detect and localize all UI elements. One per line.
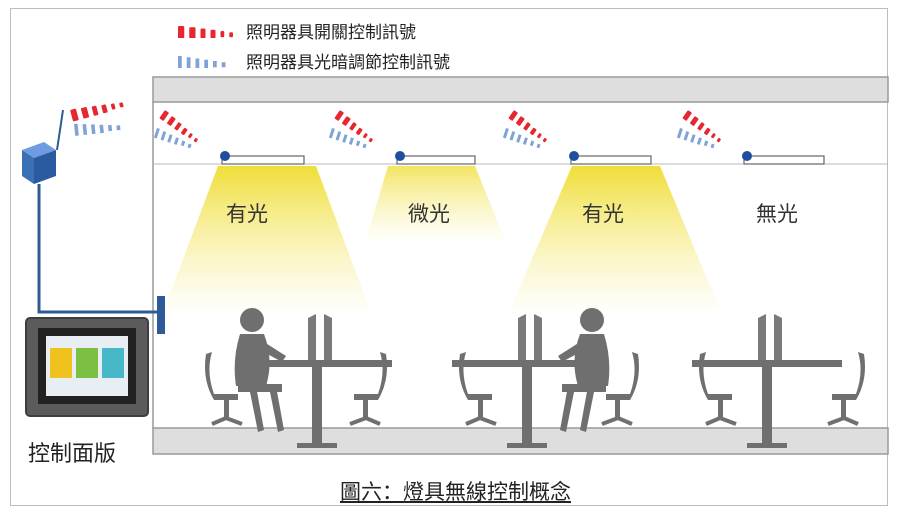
zone-label-4: 無光 <box>756 202 798 226</box>
zone-label-1: 有光 <box>226 202 268 226</box>
zone-label-2: 微光 <box>408 202 450 226</box>
light-beam-2 <box>366 166 505 240</box>
workstation-group-1 <box>203 308 392 448</box>
signal-icon-lamp-3 <box>503 110 550 149</box>
control-panel-device <box>25 317 149 417</box>
panel-tile-green <box>76 348 98 378</box>
figure-caption: 圖六：燈具無線控制概念 <box>340 480 571 504</box>
lamp-fixture-4 <box>742 151 825 165</box>
lamp-fixture-2 <box>395 151 476 165</box>
diagram-frame <box>10 8 888 506</box>
zone-label-3: 有光 <box>582 202 624 226</box>
signal-icon-lamp-4 <box>677 110 724 149</box>
legend-item-dim-signal: 照明器具光暗調節控制訊號 <box>172 48 450 73</box>
control-wire <box>37 184 160 314</box>
light-beam-1 <box>164 166 370 310</box>
signal-icon-router <box>70 96 125 136</box>
wall-receiver <box>157 296 165 334</box>
signal-icon-lamp-1 <box>154 110 201 149</box>
legend-label-dim: 照明器具光暗調節控制訊號 <box>246 53 450 73</box>
switch-signal-icon <box>178 25 233 38</box>
floor-slab <box>152 427 889 455</box>
wireless-gateway-icon <box>22 109 64 184</box>
panel-tile-yellow <box>50 348 72 378</box>
legend-item-switch-signal: 照明器具開關控制訊號 <box>172 18 416 43</box>
lamp-fixture-1 <box>220 151 305 165</box>
legend-label-switch: 照明器具開關控制訊號 <box>246 23 416 43</box>
light-beam-3 <box>510 166 720 310</box>
workstation-group-2 <box>452 308 641 448</box>
signal-icon-lamp-2 <box>329 110 376 149</box>
panel-tile-cyan <box>102 348 124 378</box>
ceiling-slab <box>152 76 889 103</box>
dim-signal-icon <box>178 55 226 68</box>
lamp-fixture-3 <box>569 151 652 165</box>
control-panel-label: 控制面版 <box>28 442 117 467</box>
